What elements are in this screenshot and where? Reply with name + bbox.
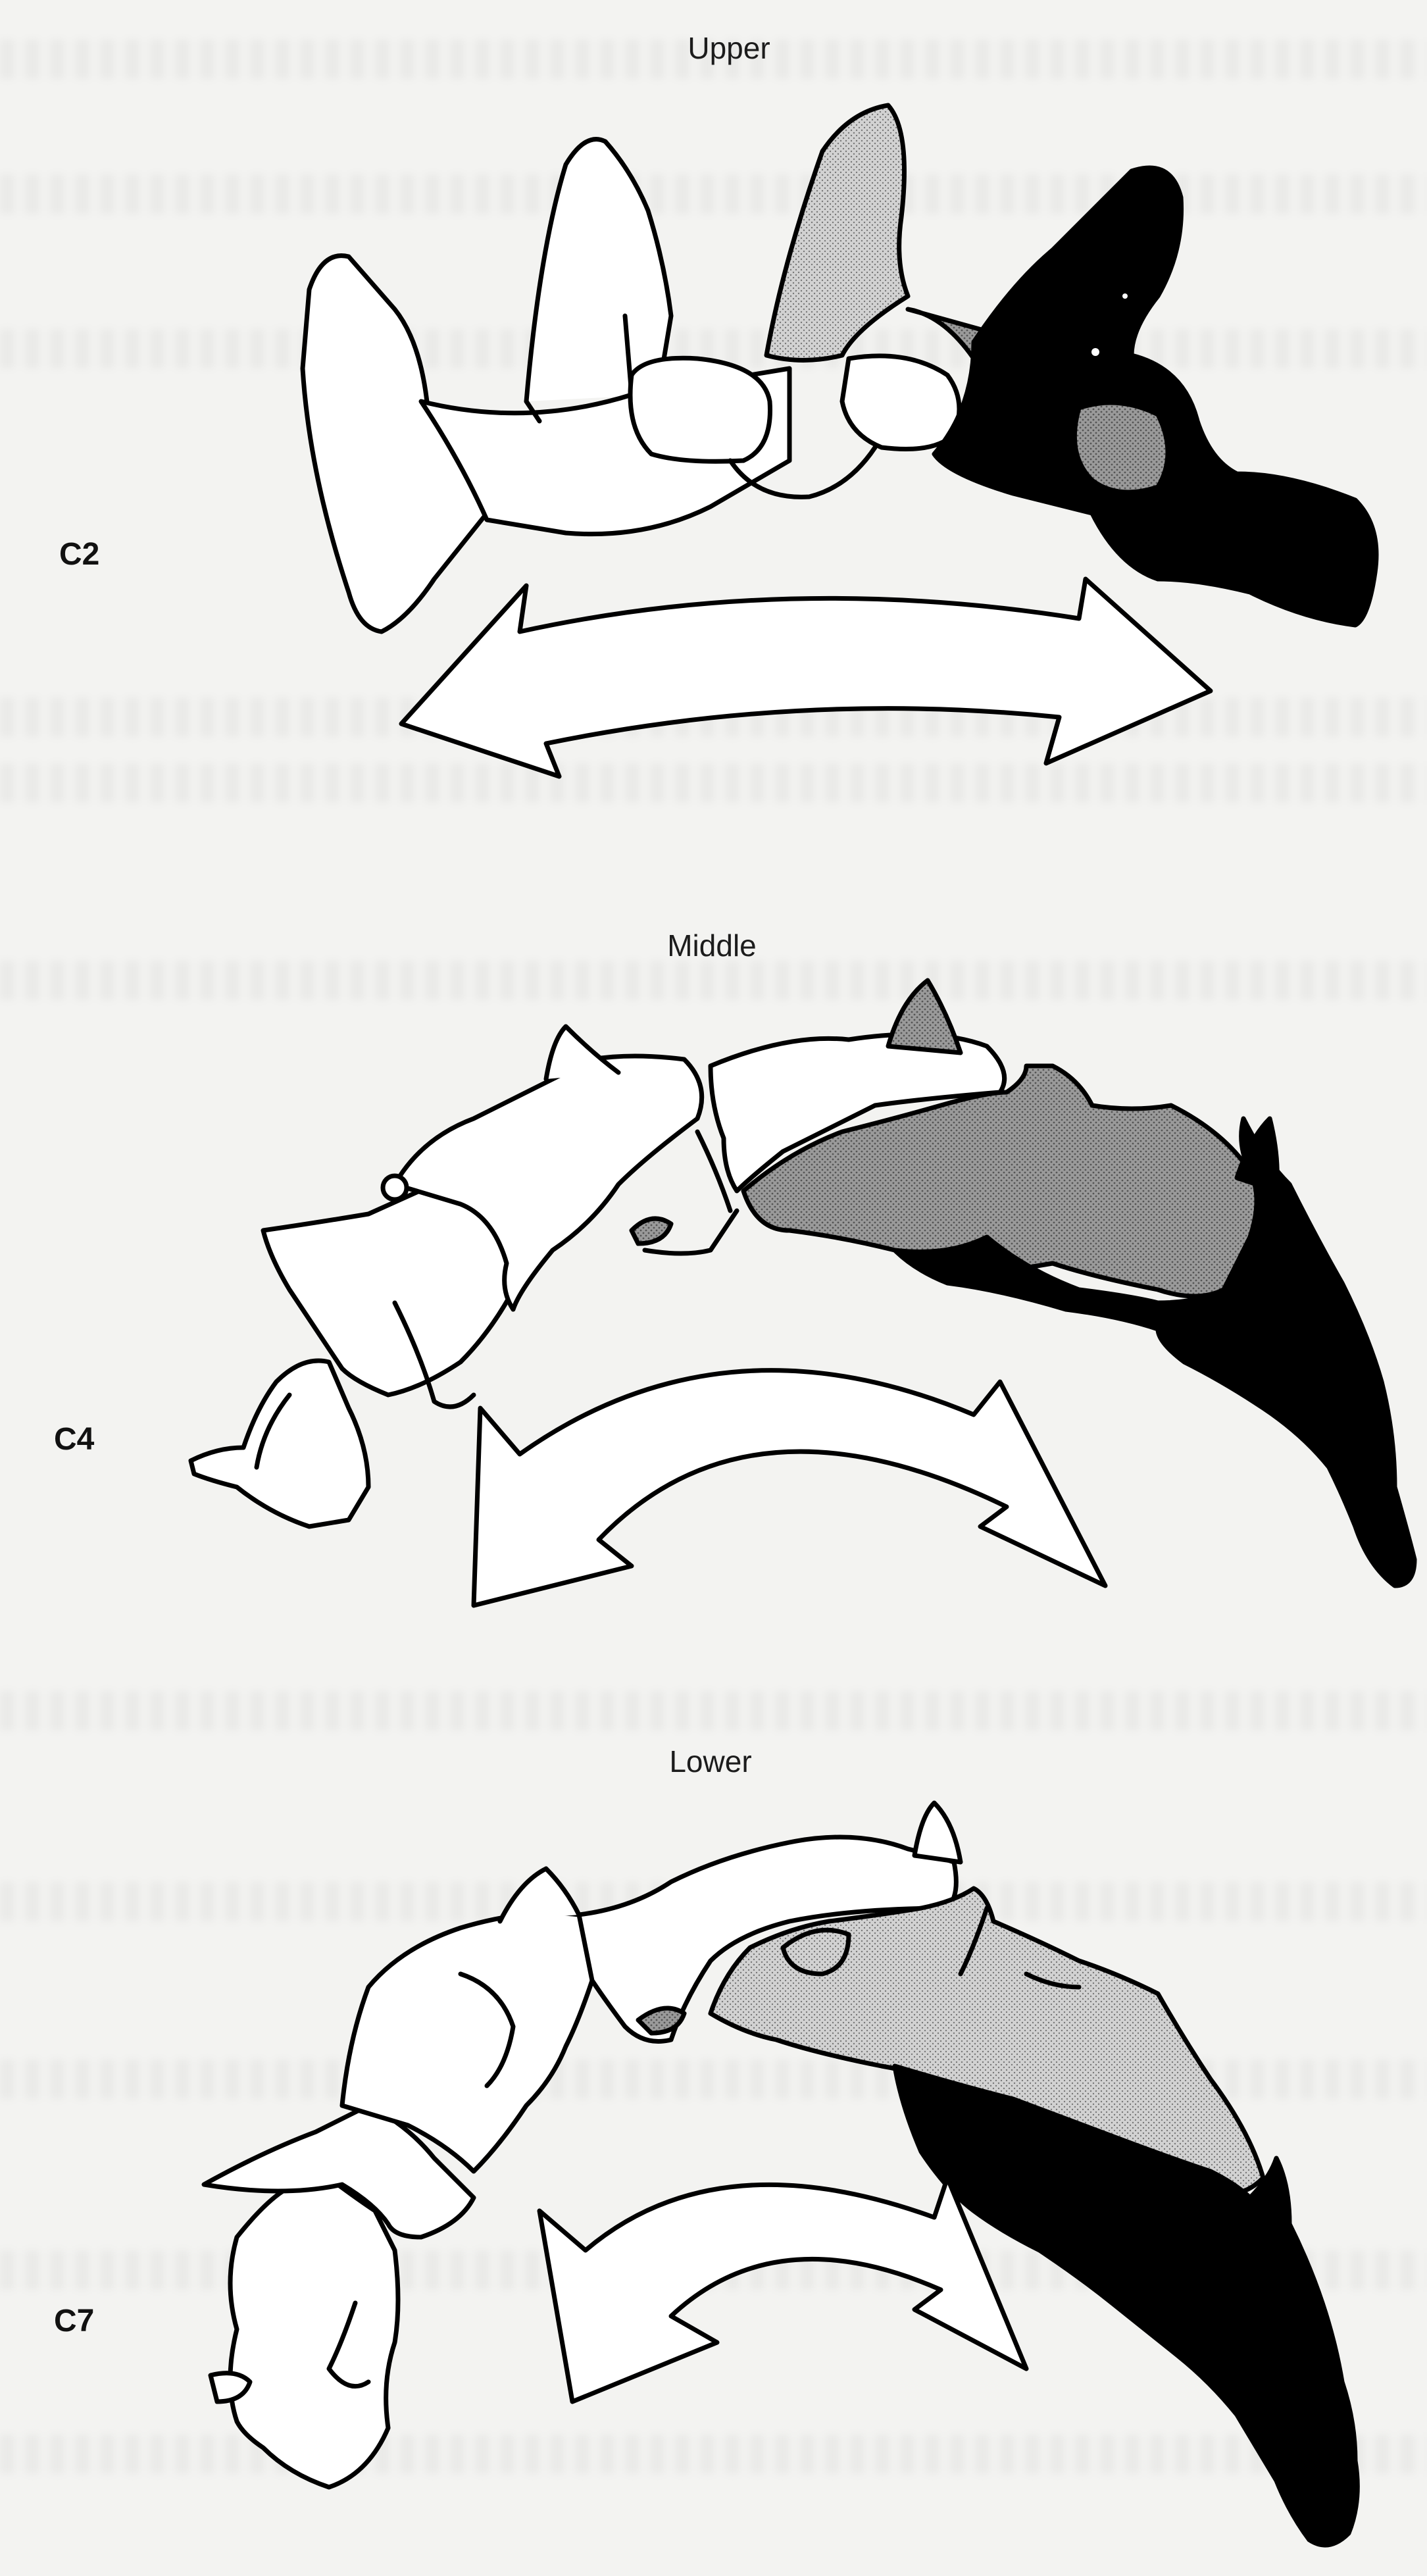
panel-title-upper: Upper bbox=[688, 30, 770, 66]
lower-curved-arrow bbox=[539, 2178, 1026, 2402]
upper-vertebra-nodule-2 bbox=[842, 356, 959, 449]
middle-spine-left bbox=[546, 1026, 618, 1079]
upper-panel-vertebrae bbox=[303, 105, 1376, 632]
panel-title-middle: Middle bbox=[667, 928, 757, 963]
lower-panel-vertebrae bbox=[204, 1803, 1357, 2545]
upper-black-region bbox=[934, 168, 1376, 625]
upper-double-arrow bbox=[401, 579, 1211, 776]
upper-gray-inset bbox=[1074, 403, 1168, 492]
level-label-lower: C7 bbox=[54, 2303, 94, 2339]
level-label-upper: C2 bbox=[59, 536, 99, 572]
upper-vertebra-nodule-1 bbox=[630, 358, 770, 461]
lower-vertebra-bottom-left bbox=[230, 2178, 398, 2487]
upper-stippled-spine bbox=[766, 105, 908, 361]
middle-vertebra-bottom-left bbox=[191, 1361, 368, 1527]
middle-panel-vertebrae bbox=[191, 980, 1414, 1586]
panel-title-lower: Lower bbox=[669, 1744, 751, 1779]
level-label-middle: C4 bbox=[54, 1421, 94, 1457]
lower-spine-left bbox=[500, 1869, 579, 1921]
middle-nodule-gray bbox=[632, 1219, 671, 1244]
middle-curved-arrow bbox=[474, 1371, 1105, 1605]
middle-spine-gray bbox=[888, 980, 961, 1053]
lower-spine-right-white bbox=[914, 1803, 961, 1862]
